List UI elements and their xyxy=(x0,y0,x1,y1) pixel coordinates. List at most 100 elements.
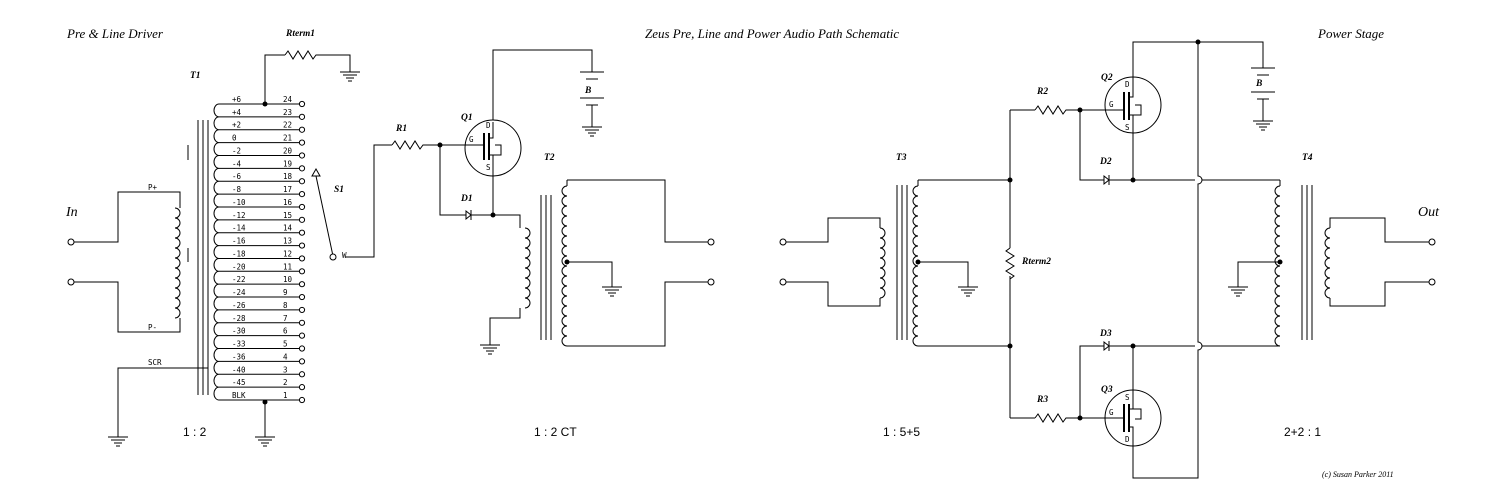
t1-tap-pin-number: 22 xyxy=(283,121,292,130)
t1-tap-terminal[interactable] xyxy=(298,306,306,314)
t1-tap-pin-number: 21 xyxy=(283,134,292,143)
t1-label: T1 xyxy=(190,71,201,81)
t1-tap-pin-number: 12 xyxy=(283,249,292,258)
t1-tap-level: -12 xyxy=(232,211,246,220)
t1-tap-terminal[interactable] xyxy=(298,152,306,159)
d2-label: D2 xyxy=(1099,157,1112,167)
output-terminal-2[interactable] xyxy=(1428,278,1436,286)
t1-tap-terminal[interactable] xyxy=(298,358,306,365)
t1-tap-terminal[interactable] xyxy=(298,384,306,391)
rterm1-resistor xyxy=(284,50,351,72)
d1-diode xyxy=(463,209,494,221)
t1-tap-pin-number: 23 xyxy=(283,108,292,117)
t2-secondary-top-wire xyxy=(567,179,708,243)
q2-source-wire xyxy=(1132,133,1195,181)
t4-core xyxy=(1301,185,1313,340)
q1-internals xyxy=(465,122,502,176)
t3-input-terminal-2[interactable] xyxy=(779,278,787,286)
t1-tap-level: -4 xyxy=(232,159,242,168)
t4-ratio: 2+2 : 1 xyxy=(1284,425,1321,439)
junction-rterm1 xyxy=(262,101,268,107)
junction-t4-ct xyxy=(1277,259,1283,265)
t1-tap-pin-number: 13 xyxy=(283,237,292,246)
t2-ratio: 1 : 2 CT xyxy=(534,425,577,439)
r1-resistor xyxy=(391,140,465,150)
supply-rail xyxy=(1132,42,1203,479)
t1-tap-terminal[interactable] xyxy=(298,165,306,172)
t1-tap: +2 22 xyxy=(219,121,306,133)
t1-secondary-coil xyxy=(213,103,220,401)
t2-output-terminal-2[interactable] xyxy=(707,278,715,286)
rterm2-resistor xyxy=(1005,247,1015,280)
t1-tap-terminal[interactable] xyxy=(298,319,306,326)
t1-tap-terminal[interactable] xyxy=(298,100,306,108)
input-terminal-2[interactable] xyxy=(67,278,75,286)
t1-tap-terminal[interactable] xyxy=(298,345,306,352)
t1-tap-terminal[interactable] xyxy=(298,268,306,275)
input-terminal-1[interactable] xyxy=(67,238,75,246)
t1-tap-terminal[interactable] xyxy=(298,332,306,339)
t1-tap-terminal[interactable] xyxy=(298,139,306,146)
s1-arm[interactable] xyxy=(315,175,334,257)
t1-tap-terminal[interactable] xyxy=(298,216,306,223)
t1-core xyxy=(187,120,209,395)
t1-tap-terminal[interactable] xyxy=(298,255,306,262)
ground-t3-ct xyxy=(958,286,978,297)
q2-drain-label: D xyxy=(1125,80,1130,89)
t1-tap-level: +6 xyxy=(232,95,242,104)
t1-tap-terminal[interactable] xyxy=(298,178,306,185)
t3-secondary-coil xyxy=(912,185,919,347)
t1-tap-level: -24 xyxy=(232,288,246,297)
ground-t1-blk xyxy=(255,436,275,447)
d3-diode xyxy=(1102,340,1195,352)
q3-gate-label: G xyxy=(1109,408,1114,417)
s1-pole[interactable] xyxy=(329,253,337,261)
q3-source-label: S xyxy=(1125,393,1130,402)
t1-tap-level: -8 xyxy=(232,185,242,194)
t1-tap: -20 11 xyxy=(219,262,306,275)
t1-tap-level: -30 xyxy=(232,327,246,336)
t3-input-terminal-1[interactable] xyxy=(779,238,787,246)
r2-label: R2 xyxy=(1036,87,1048,97)
t1-tap-level: -14 xyxy=(232,224,246,233)
t3-primary-bottom-wire xyxy=(786,281,881,307)
t1-tap-pin-number: 10 xyxy=(283,275,293,284)
t1-tap-pin-number: 11 xyxy=(283,262,292,271)
t1-tap: -18 12 xyxy=(219,249,306,262)
junction-t2-ct xyxy=(564,259,570,265)
t1-tap-level: -20 xyxy=(232,262,246,271)
s1-arrow-icon xyxy=(311,167,321,177)
t1-tap-terminal[interactable] xyxy=(298,396,306,404)
t1-tap-terminal[interactable] xyxy=(298,371,306,378)
schematic-title: Zeus Pre, Line and Power Audio Path Sche… xyxy=(645,26,899,41)
t1-tap-terminal[interactable] xyxy=(298,229,306,236)
t1-tap-level: +2 xyxy=(232,121,241,130)
t1-tap-terminal[interactable] xyxy=(298,126,306,133)
t1-tap-level: -18 xyxy=(232,249,246,258)
t1-screen-label: SCR xyxy=(148,358,162,367)
t1-tap-terminal[interactable] xyxy=(298,203,306,211)
t1-tap-terminal[interactable] xyxy=(298,293,306,301)
t1-tap-terminal[interactable] xyxy=(298,281,306,288)
output-terminal-1[interactable] xyxy=(1428,238,1436,246)
t1-tap-terminal[interactable] xyxy=(298,113,306,120)
r3-resistor xyxy=(1034,413,1106,423)
t1-primary-coil xyxy=(174,207,181,319)
t1-tap-terminal[interactable] xyxy=(298,242,306,249)
t1-tap-level: -40 xyxy=(232,365,246,374)
q1-label: Q1 xyxy=(461,113,473,123)
t2-output-terminal-1[interactable] xyxy=(707,238,715,246)
t1-tap-terminal[interactable] xyxy=(298,190,306,198)
